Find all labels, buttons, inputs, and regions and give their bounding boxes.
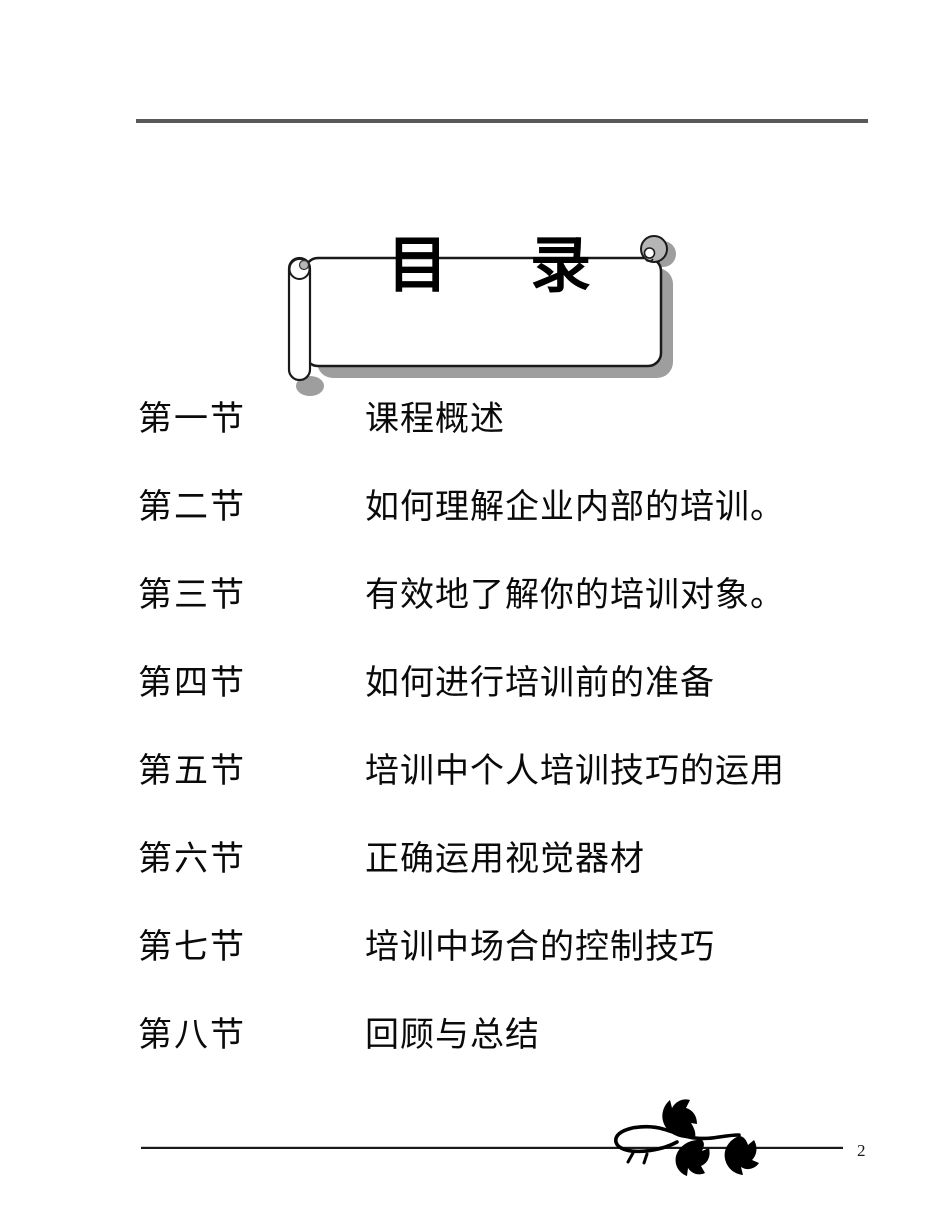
- section-label: 第二节: [138, 487, 246, 526]
- toc-row: 第二节 如何理解企业内部的培训。: [138, 481, 838, 526]
- toc-row: 第三节 有效地了解你的培训对象。: [138, 569, 838, 614]
- section-title: 培训中场合的控制技巧: [365, 927, 715, 966]
- title-char-left: 目: [387, 231, 449, 299]
- section-label: 第四节: [138, 663, 246, 702]
- section-label: 第六节: [138, 839, 246, 878]
- section-title: 回顾与总结: [365, 1015, 540, 1054]
- title-char-right: 录: [530, 231, 592, 299]
- leaf-flourish-icon: [614, 1099, 759, 1176]
- scroll-banner-icon: [287, 235, 676, 396]
- footer-rule: [141, 1146, 843, 1149]
- toc-row: 第八节 回顾与总结: [138, 1009, 838, 1054]
- header-rule: [136, 119, 868, 123]
- toc-row: 第六节 正确运用视觉器材: [138, 833, 838, 878]
- section-title: 培训中个人培训技巧的运用: [365, 751, 785, 790]
- section-title: 有效地了解你的培训对象。: [365, 575, 785, 614]
- section-label: 第七节: [138, 927, 246, 966]
- page-number: 2: [857, 1141, 866, 1160]
- toc-row: 第一节 课程概述: [138, 393, 838, 438]
- page-title: 目 录: [387, 235, 591, 296]
- section-title: 如何进行培训前的准备: [365, 663, 715, 702]
- toc-row: 第七节 培训中场合的控制技巧: [138, 921, 838, 966]
- toc-row: 第五节 培训中个人培训技巧的运用: [138, 745, 838, 790]
- section-label: 第八节: [138, 1015, 246, 1054]
- section-label: 第五节: [138, 751, 246, 790]
- section-title: 如何理解企业内部的培训。: [365, 487, 785, 526]
- section-title: 课程概述: [365, 399, 505, 438]
- toc-banner: 目 录: [283, 228, 693, 406]
- toc-list: 第一节 课程概述 第二节 如何理解企业内部的培训。 第三节 有效地了解你的培训对…: [138, 393, 838, 1097]
- section-title: 正确运用视觉器材: [365, 839, 645, 878]
- section-label: 第三节: [138, 575, 246, 614]
- toc-row: 第四节 如何进行培训前的准备: [138, 657, 838, 702]
- section-label: 第一节: [138, 399, 246, 438]
